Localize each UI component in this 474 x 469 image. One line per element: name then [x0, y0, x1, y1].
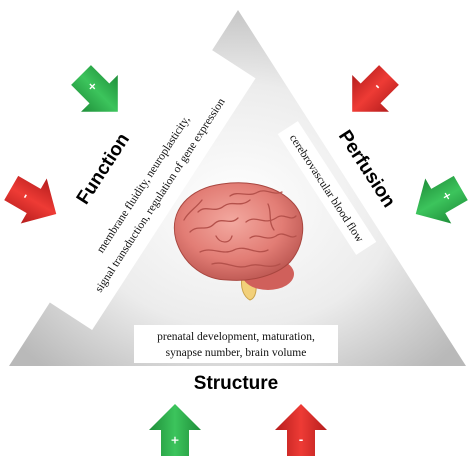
structure-negative-sign: - — [299, 434, 304, 447]
structure-positive-arrow: + — [149, 404, 201, 456]
structure-title: Structure — [194, 373, 278, 394]
structure-description-line1: prenatal development, maturation, — [157, 331, 315, 343]
perfusion-positive-arrow: + — [415, 175, 468, 224]
structure-panel: prenatal development, maturation, synaps… — [134, 325, 338, 363]
structure-negative-arrow: - — [275, 404, 327, 456]
function-positive-arrow: + — [71, 65, 118, 112]
function-negative-arrow: - — [4, 175, 57, 224]
structure-description-line2: synapse number, brain volume — [166, 347, 307, 359]
perfusion-negative-arrow: - — [352, 65, 399, 112]
brain-illustration — [173, 182, 304, 301]
structure-positive-sign: + — [170, 434, 179, 447]
function-negative-sign: - — [18, 191, 32, 201]
